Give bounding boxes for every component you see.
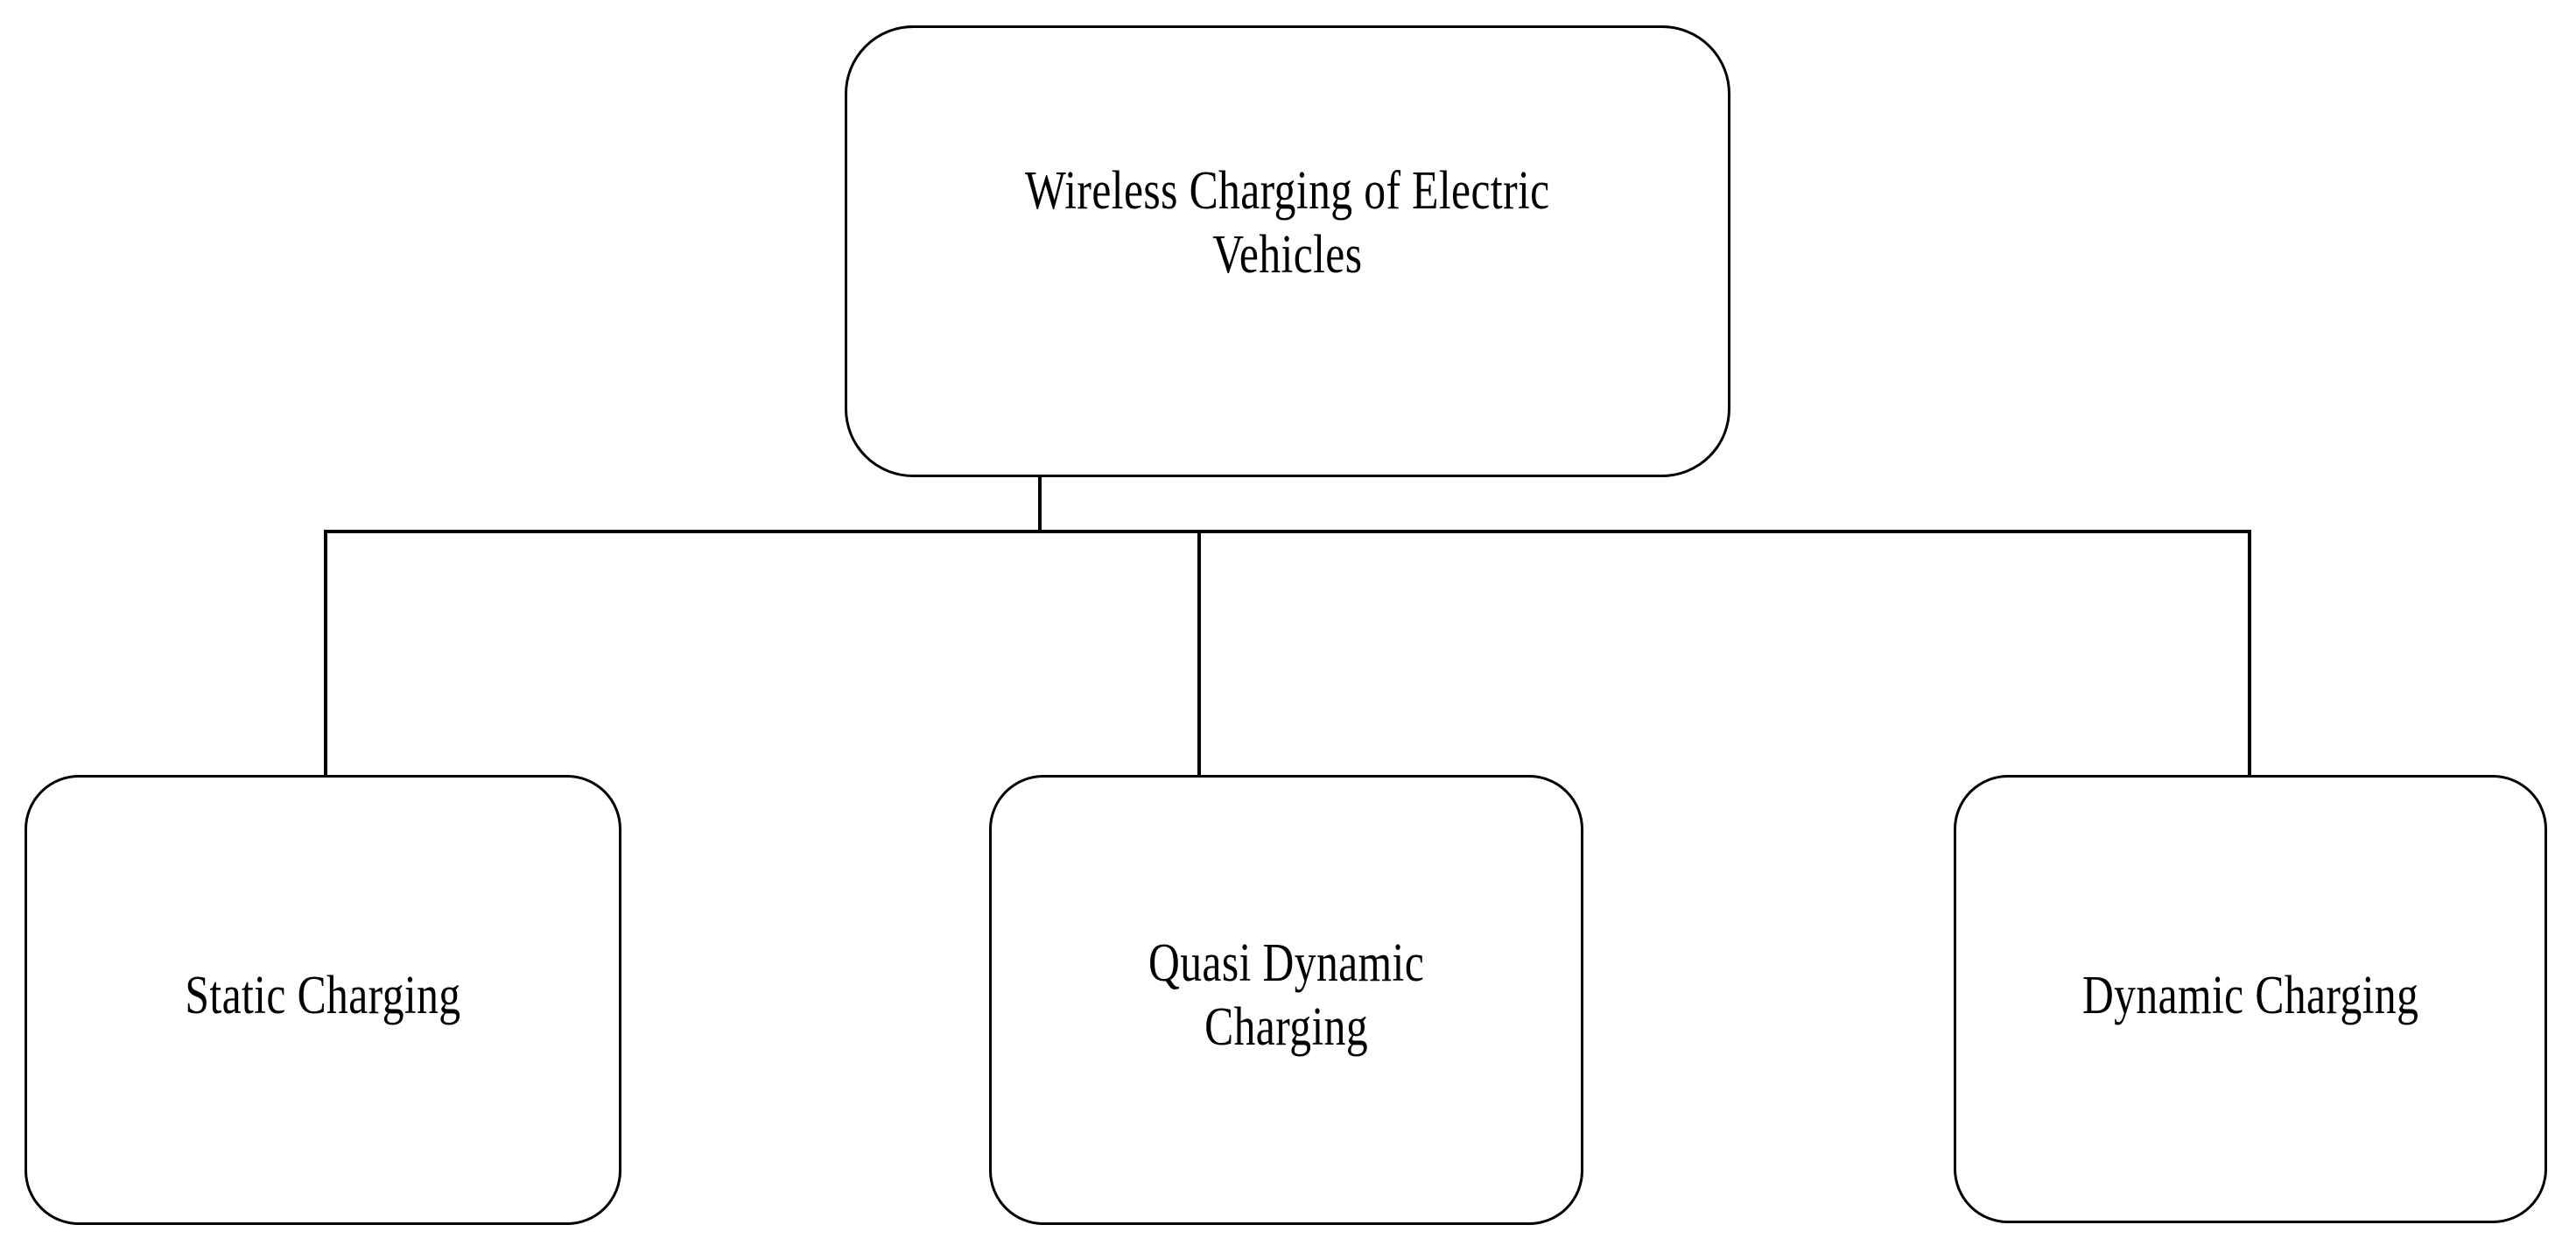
node-root-label: Wireless Charging of Electric Vehicles (1025, 161, 1550, 285)
connector-to-static-charging (324, 530, 327, 777)
node-dynamic-charging: Dynamic Charging (1954, 775, 2547, 1223)
node-static-charging: Static Charging (25, 775, 621, 1225)
connector-horizontal-bus (324, 530, 2251, 533)
node-quasi-dynamic-charging-label: Quasi Dynamic Charging (1148, 933, 1425, 1057)
node-dynamic-charging-label: Dynamic Charging (2081, 966, 2419, 1026)
connector-root-stem (1038, 477, 1042, 533)
node-quasi-dynamic-charging: Quasi Dynamic Charging (989, 775, 1583, 1225)
node-root: Wireless Charging of Electric Vehicles (845, 25, 1730, 477)
connector-to-dynamic-charging (2248, 530, 2251, 777)
node-static-charging-label: Static Charging (185, 966, 461, 1026)
connector-to-quasi-dynamic-charging (1197, 530, 1201, 777)
